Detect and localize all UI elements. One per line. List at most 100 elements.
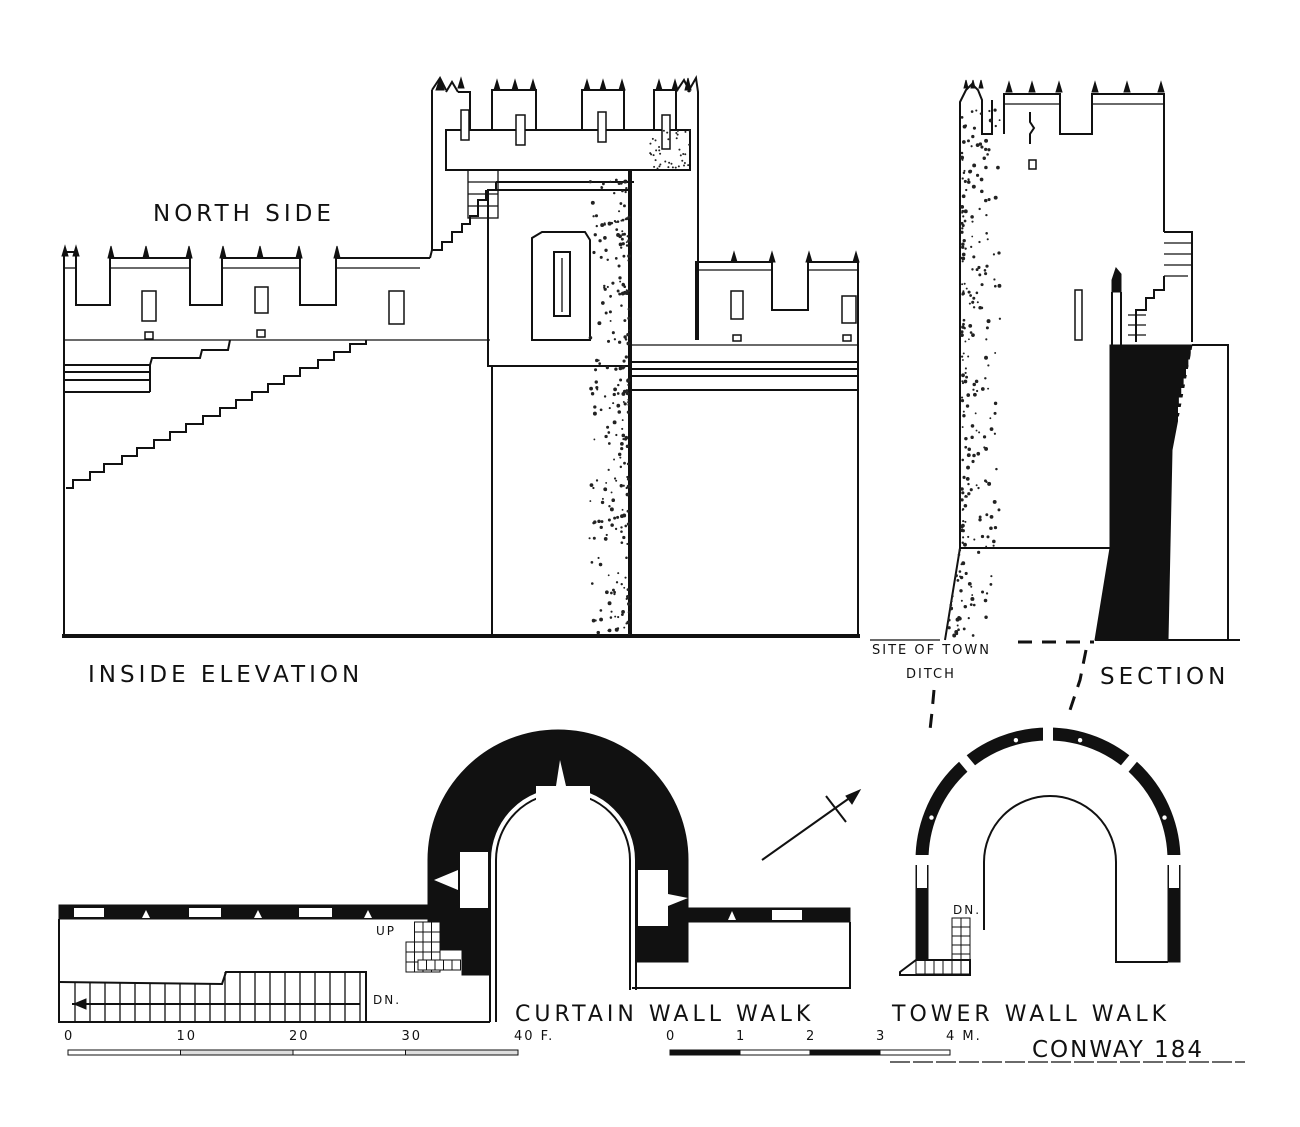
stipple-dot <box>974 412 977 415</box>
stipple-dot <box>594 380 598 384</box>
stipple-dot <box>957 553 961 557</box>
stipple-dot <box>961 177 964 180</box>
scale-segment <box>292 1049 406 1056</box>
stipple-dot <box>975 291 979 295</box>
stipple-dot <box>967 492 971 496</box>
stipple-dot <box>623 204 626 208</box>
stipple-dot <box>971 235 974 238</box>
stipple-dot <box>620 526 623 529</box>
stipple-dot <box>960 396 964 399</box>
stipple-dot <box>605 590 609 595</box>
stipple-dot <box>962 171 966 175</box>
stipple-dot <box>609 319 612 322</box>
stipple-dot <box>978 207 981 211</box>
stipple-dot <box>615 433 618 437</box>
stipple-dot <box>609 616 613 619</box>
stipple-dot <box>978 515 982 519</box>
stipple-dot <box>993 195 998 200</box>
stipple-dot <box>659 152 662 155</box>
stipple-dot <box>600 520 604 523</box>
section-masonry-stipple <box>947 108 1002 638</box>
stair-tread <box>1178 511 1226 518</box>
north-side-label: NORTH SIDE <box>153 201 335 227</box>
stipple-dot <box>958 549 962 552</box>
stipple-dot <box>964 247 967 250</box>
stipple-dot <box>609 180 612 183</box>
stipple-dot <box>656 167 659 170</box>
stipple-dot <box>606 285 609 289</box>
stipple-dot <box>607 574 610 577</box>
stipple-dot <box>595 386 599 390</box>
stipple-dot <box>960 151 964 155</box>
stair-tread <box>1178 568 1226 575</box>
stipple-dot <box>961 491 965 495</box>
stipple-dot <box>603 395 607 398</box>
stair-cell <box>422 941 432 953</box>
stipple-dot <box>625 597 628 600</box>
stair-tread <box>1178 464 1226 470</box>
stipple-dot <box>621 282 625 286</box>
stipple-dot <box>616 220 620 223</box>
stipple-dot <box>606 425 610 429</box>
stipple-dot <box>968 338 970 341</box>
curtain-wall-walk-plan: DN. UP CURTAIN WALL WALK <box>58 729 851 1027</box>
stipple-dot <box>620 446 624 451</box>
stipple-dot <box>610 491 613 494</box>
stipple-dot <box>626 462 630 466</box>
stipple-dot <box>627 239 631 243</box>
stipple-dot <box>971 268 974 271</box>
stipple-dot <box>598 562 603 567</box>
stipple-dot <box>985 199 988 202</box>
stipple-dot <box>655 149 658 152</box>
stipple-dot <box>964 445 968 449</box>
stipple-dot <box>969 488 973 492</box>
stipple-dot <box>970 215 974 219</box>
stipple-dot <box>626 522 630 526</box>
stipple-dot <box>971 300 975 304</box>
stipple-dot <box>960 498 964 502</box>
stipple-dot <box>649 142 652 145</box>
stipple-dot <box>600 223 605 228</box>
stipple-dot <box>947 618 951 622</box>
stair-cell <box>951 917 962 928</box>
stipple-dot <box>605 482 608 484</box>
stipple-dot <box>625 244 629 247</box>
stipple-dot <box>989 417 992 420</box>
stipple-dot <box>970 435 974 440</box>
stipple-dot <box>607 629 610 632</box>
stipple-dot <box>967 290 971 294</box>
scale-segment <box>67 1049 181 1056</box>
stipple-dot <box>971 634 975 637</box>
stipple-dot <box>616 392 620 395</box>
stipple-dot <box>962 536 965 539</box>
stipple-dot <box>684 153 687 156</box>
stipple-dot <box>983 446 986 449</box>
stipple-dot <box>613 191 616 195</box>
stipple-dot <box>977 550 981 554</box>
drawing-reference-title: CONWAY 184 <box>1032 1037 1204 1063</box>
stipple-dot <box>984 355 988 360</box>
stipple-dot <box>969 294 973 297</box>
stair-cell <box>434 959 444 971</box>
stipple-dot <box>967 616 970 620</box>
stipple-dot <box>670 162 673 165</box>
stipple-dot <box>603 284 606 288</box>
stipple-dot <box>982 156 986 160</box>
stipple-dot <box>985 338 988 341</box>
stipple-dot <box>625 292 629 296</box>
stipple-dot <box>984 147 988 151</box>
stipple-dot <box>620 583 623 586</box>
stipple-dot <box>992 253 996 256</box>
stipple-dot <box>604 311 608 315</box>
stair-cell <box>942 959 953 975</box>
stipple-dot <box>963 179 967 183</box>
stipple-dot <box>962 215 965 218</box>
stipple-dot <box>963 542 967 547</box>
stipple-dot <box>993 284 997 288</box>
stipple-dot <box>608 310 612 314</box>
stipple-dot <box>623 335 627 339</box>
elevation-staircase <box>66 340 367 489</box>
left-curtain-battlements <box>61 90 860 638</box>
stipple-dot <box>988 109 991 113</box>
stipple-dot <box>963 219 967 223</box>
